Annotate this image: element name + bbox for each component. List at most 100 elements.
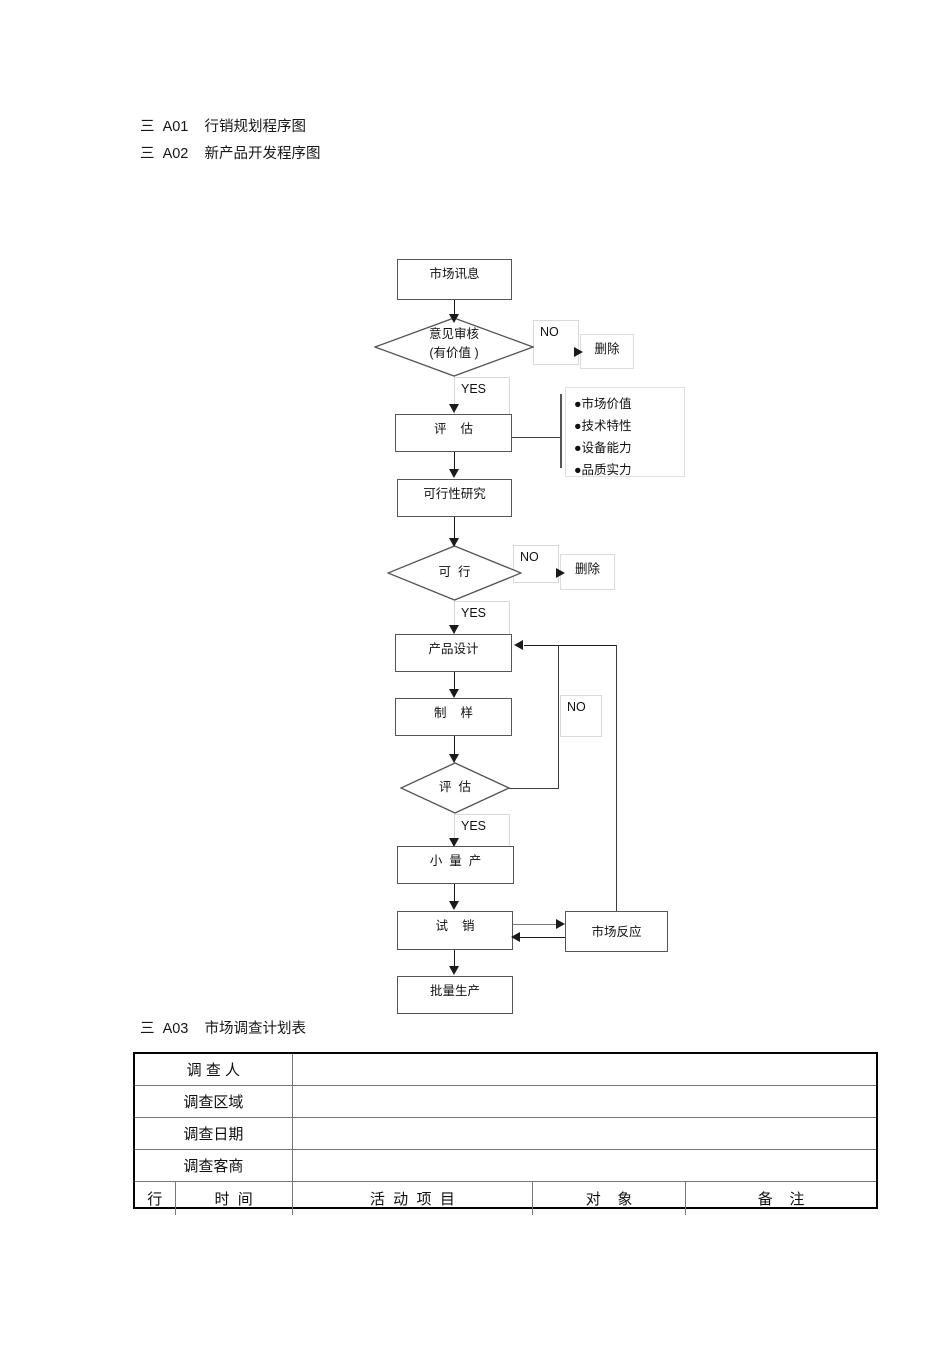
toc-title-a01: 行销规划程序图 — [204, 119, 307, 135]
toc-marker-a02: 三 — [140, 146, 155, 162]
diamond-shape-feasible — [387, 545, 522, 601]
criteria-panel: ●市场价值 ●技术特性 ●设备能力 ●品质实力 — [565, 387, 685, 477]
arrow-to-trial-sale — [449, 901, 459, 910]
flow-node-delete-2-label: 删除 — [574, 562, 600, 576]
edge-design-to-prototype — [454, 672, 455, 692]
section-heading-a03: 三 A03 市场调查计划表 — [140, 1020, 306, 1039]
flow-edge-label-no-3: NO — [567, 700, 586, 714]
flow-label-box-no-1: NO — [533, 320, 579, 365]
table-row-region: 调查区域 — [135, 1085, 876, 1118]
cell-label-customer: 调查客商 — [135, 1149, 293, 1182]
diamond-shape-evaluate-2 — [400, 762, 510, 814]
arrow-to-prototype — [449, 689, 459, 698]
flow-label-box-yes-1: YES — [454, 377, 510, 419]
section-title-a03: 市场调查计划表 — [204, 1021, 307, 1037]
section-code-a03: A03 — [162, 1021, 189, 1037]
flow-edge-label-yes-3: YES — [461, 819, 487, 833]
arrow-to-delete-2 — [556, 568, 565, 578]
edge-study-to-feasible — [454, 517, 455, 542]
flow-node-delete-2: 删除 — [560, 554, 615, 590]
flow-edge-label-yes-1: YES — [461, 382, 487, 396]
flow-decision-review-label-2: (有价值 ) — [429, 346, 479, 360]
flow-node-market-info-label: 市场讯息 — [429, 267, 480, 281]
edge-response-to-trial-sale — [520, 937, 565, 938]
cell-value-date[interactable] — [291, 1117, 876, 1150]
edge-response-to-design-up — [616, 645, 617, 912]
cell-value-region[interactable] — [291, 1085, 876, 1118]
flow-node-trial-sale: 试 销 — [397, 911, 513, 950]
flow-label-box-no-3: NO — [560, 695, 602, 737]
flow-decision-evaluate-2: 评 估 — [400, 762, 510, 814]
arrow-to-evaluate-1 — [449, 404, 459, 413]
flow-node-market-response-label: 市场反应 — [591, 924, 642, 939]
flow-decision-review-label-1: 意见审核 — [428, 327, 479, 341]
flow-node-mass-production-label: 批量生产 — [429, 984, 480, 998]
flow-node-feasibility-study-label: 可行性研究 — [423, 487, 486, 501]
flow-node-small-batch: 小 量 产 — [397, 846, 514, 884]
column-header-remarks: 备 注 — [685, 1181, 876, 1215]
arrow-to-mass-production — [449, 966, 459, 975]
flow-edge-label-no-2: NO — [520, 550, 539, 564]
arrow-to-study — [449, 469, 459, 478]
flow-node-small-batch-label: 小 量 产 — [429, 854, 482, 868]
criteria-item-3: ●设备能力 — [574, 441, 632, 455]
criteria-bracket — [560, 394, 562, 468]
arrow-to-design — [449, 625, 459, 634]
flow-node-delete-1-label: 删除 — [594, 342, 620, 356]
flow-node-mass-production: 批量生产 — [397, 976, 513, 1014]
column-header-time: 时 间 — [174, 1181, 293, 1215]
cell-label-investigator: 调 查 人 — [135, 1054, 293, 1086]
flow-node-delete-1: 删除 — [580, 334, 634, 369]
criteria-item-4: ●品质实力 — [574, 463, 632, 477]
edge-small-batch-to-trial-sale — [454, 884, 455, 904]
diamond-shape-review — [374, 317, 534, 377]
flow-decision-review: 意见审核 (有价值 ) — [374, 317, 534, 377]
edge-feedback-into-design — [524, 645, 617, 646]
column-header-activity: 活 动 项 目 — [291, 1181, 534, 1215]
toc-entry-a02: 三 A02 新产品开发程序图 — [140, 145, 321, 164]
table-row-customer: 调查客商 — [135, 1149, 876, 1182]
cell-value-customer[interactable] — [291, 1149, 876, 1182]
arrow-to-review — [449, 314, 459, 323]
criteria-item-2: ●技术特性 — [574, 419, 632, 433]
flow-node-evaluate-1: 评 估 — [395, 414, 512, 452]
flow-decision-feasible: 可 行 — [387, 545, 522, 601]
flow-node-product-design: 产品设计 — [395, 634, 512, 672]
market-survey-plan-table: 调 查 人 调查区域 调查日期 调查客商 行 时 间 — [133, 1052, 878, 1215]
flow-node-evaluate-1-label: 评 估 — [434, 422, 473, 436]
flow-decision-evaluate-2-label: 评 估 — [439, 780, 471, 794]
section-marker-a03: 三 — [140, 1021, 155, 1037]
cell-label-date: 调查日期 — [135, 1117, 293, 1150]
flow-edge-label-yes-2: YES — [461, 606, 487, 620]
toc-marker-a01: 三 — [140, 119, 155, 135]
flow-node-prototype: 制 样 — [395, 698, 512, 736]
criteria-item-1: ●市场价值 — [574, 397, 632, 411]
edge-trial-sale-to-mass-production — [454, 950, 455, 968]
flow-label-box-no-2: NO — [513, 545, 559, 583]
flow-node-market-response: 市场反应 — [565, 911, 668, 952]
cell-label-region: 调查区域 — [135, 1085, 293, 1118]
flow-edge-label-no-1: NO — [540, 325, 559, 339]
table-row-investigator: 调 查 人 — [135, 1054, 876, 1086]
flow-node-feasibility-study: 可行性研究 — [397, 479, 512, 517]
flow-decision-feasible-label: 可 行 — [438, 565, 471, 579]
edge-evaluate-to-criteria — [512, 437, 561, 438]
toc-title-a02: 新产品开发程序图 — [204, 146, 321, 162]
flow-node-product-design-label: 产品设计 — [428, 642, 479, 656]
edge-evaluate-to-study — [454, 452, 455, 471]
flow-node-prototype-label: 制 样 — [434, 706, 473, 720]
cell-value-investigator[interactable] — [291, 1054, 876, 1086]
edge-prototype-to-evaluate-2 — [454, 736, 455, 757]
edge-evaluate-2-no-up — [558, 645, 559, 789]
flow-node-market-info: 市场讯息 — [397, 259, 512, 300]
flow-node-trial-sale-label: 试 销 — [435, 919, 475, 933]
arrow-to-delete-1 — [574, 347, 583, 357]
column-header-target: 对 象 — [531, 1181, 687, 1215]
arrow-to-trial-sale-back — [511, 932, 520, 942]
arrow-feedback-to-design — [514, 640, 523, 650]
edge-evaluate-2-no-right — [509, 788, 559, 789]
arrow-to-evaluate-2 — [449, 754, 459, 763]
table-header-row: 行 时 间 活 动 项 目 对 象 备 注 — [135, 1181, 876, 1215]
toc-code-a01: A01 — [162, 119, 189, 135]
